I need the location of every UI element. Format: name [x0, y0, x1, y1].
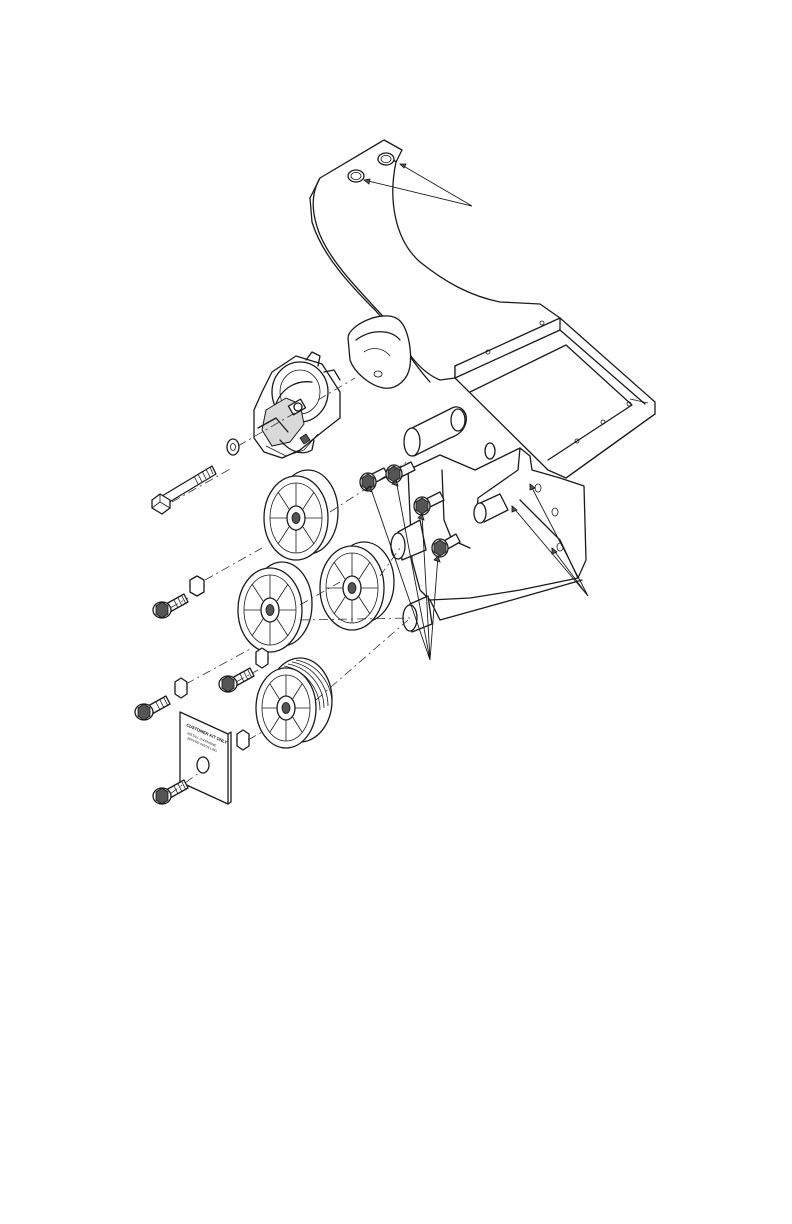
idler-pulley-middle-left: [238, 562, 312, 652]
idler-pulley-middle-right: [320, 542, 394, 630]
spacer-lower: [237, 730, 249, 750]
flange-bolt-lower: [153, 780, 188, 804]
decal-plate: CUSTOMER KIT ONLY INSTALL ON ENGINE BEFO…: [180, 712, 231, 804]
idler-pulley-upper: [264, 470, 338, 560]
grooved-pulley: [256, 658, 332, 748]
washer-tensioner: [227, 439, 239, 455]
belt-tensioner: [254, 352, 340, 458]
spacer-upper: [190, 576, 204, 596]
spacer-middle: [256, 648, 268, 668]
long-hex-bolt: [152, 466, 216, 514]
flange-bolt-upper: [153, 594, 188, 618]
flange-bolt-lower-left: [135, 696, 170, 720]
flange-bolt-middle: [219, 668, 254, 692]
spacer-lower-left: [175, 678, 187, 698]
